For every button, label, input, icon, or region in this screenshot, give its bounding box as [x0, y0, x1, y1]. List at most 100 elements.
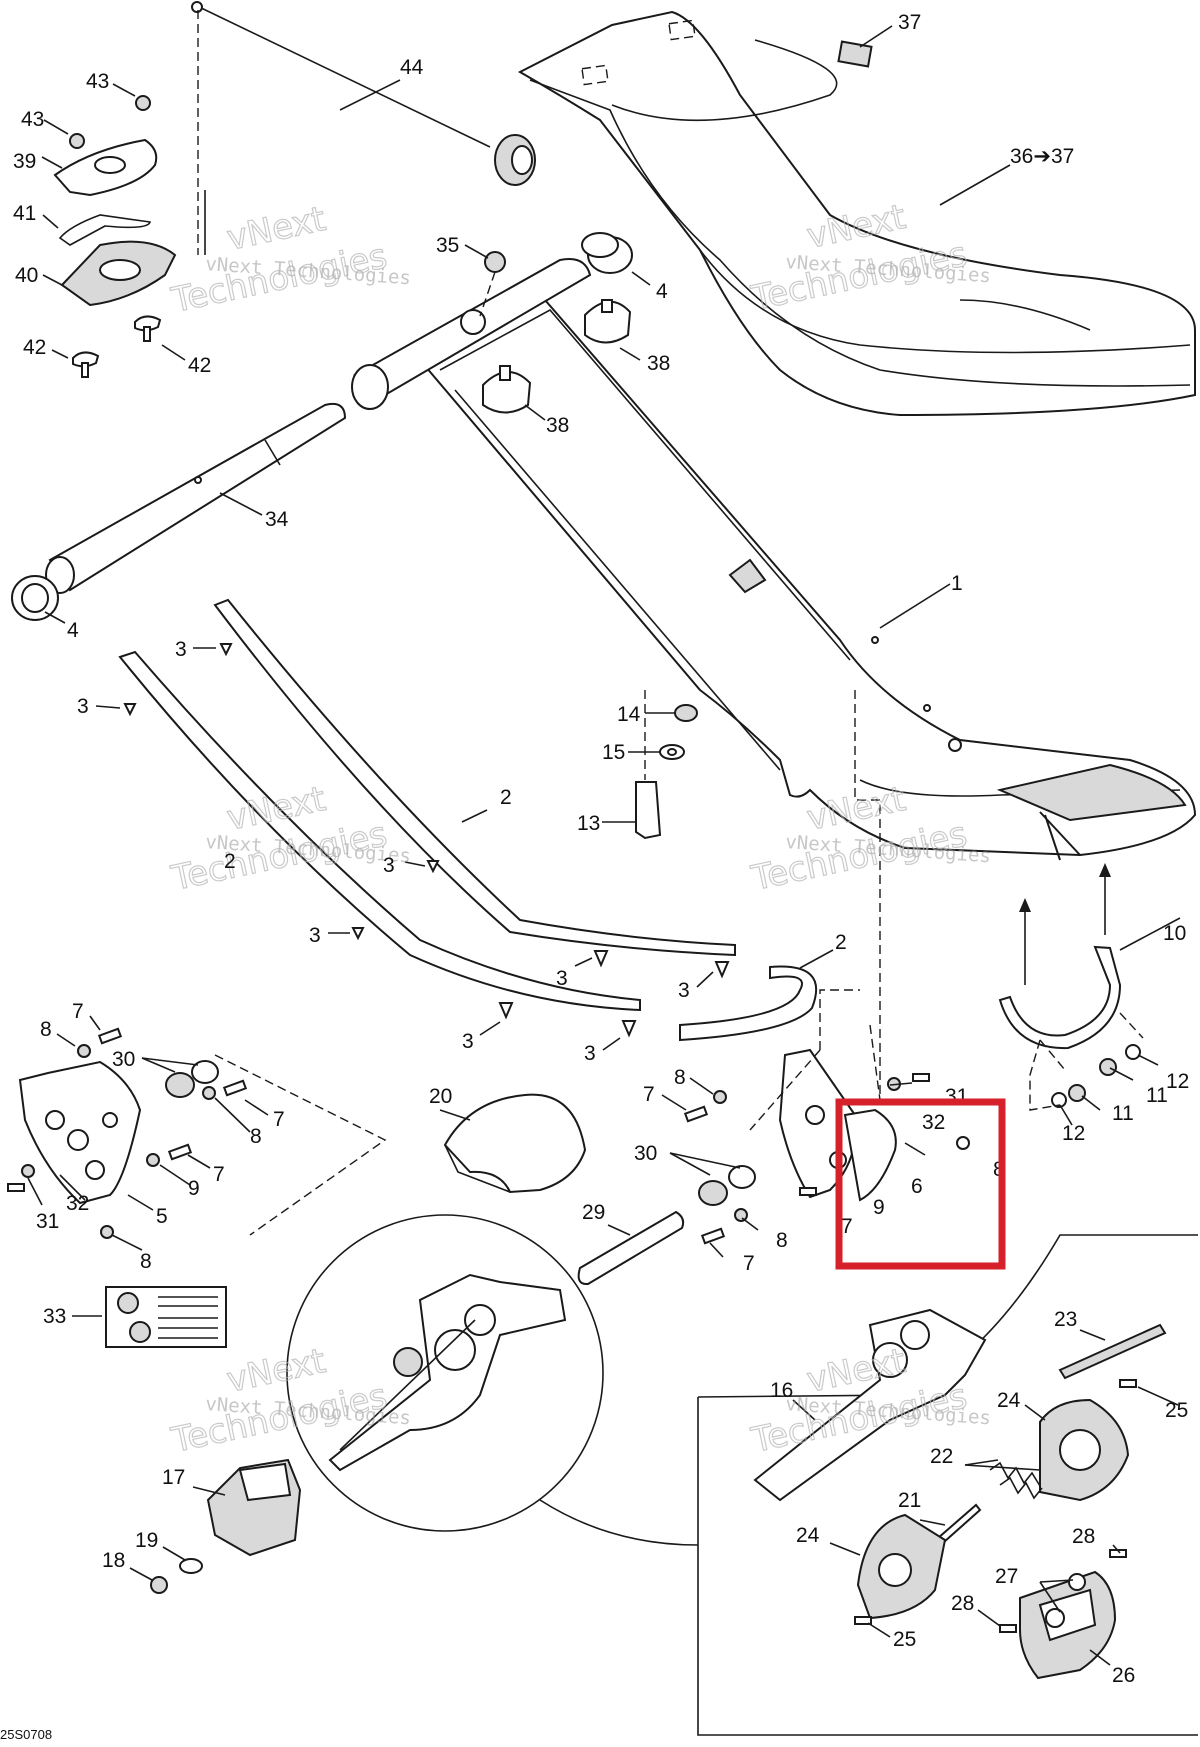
callout-7: 7	[213, 1163, 225, 1186]
callout-2: 2	[835, 931, 847, 954]
callout-3: 3	[584, 1042, 596, 1065]
damper-pad-23-part	[1058, 1323, 1167, 1380]
callout-21: 21	[898, 1489, 921, 1512]
bolts-11-12-part	[1051, 1044, 1141, 1108]
callout-32: 32	[66, 1192, 89, 1215]
callout-17: 17	[162, 1466, 185, 1489]
grease-fitting-35-part	[479, 251, 506, 317]
callout-25: 25	[1165, 1399, 1188, 1422]
callout-12: 12	[1166, 1070, 1189, 1093]
callout-11: 11	[1112, 1102, 1134, 1125]
callout-1: 1	[951, 572, 963, 595]
plate-39-part	[53, 138, 158, 197]
callout-7: 7	[273, 1108, 285, 1131]
callout-8: 8	[250, 1125, 262, 1148]
callout-8: 8	[140, 1250, 152, 1273]
reinforcement-10-part	[998, 945, 1122, 1050]
callout-36-37: 36➔37	[1010, 145, 1074, 168]
callout-38: 38	[546, 414, 569, 437]
callout-27: 27	[995, 1565, 1018, 1588]
callout-25: 25	[893, 1628, 916, 1651]
bushing-30-left-part	[165, 1060, 219, 1098]
bushing-27-part	[1045, 1573, 1086, 1628]
callout-42: 42	[23, 336, 46, 359]
callout-3: 3	[175, 638, 187, 661]
callout-20: 20	[429, 1085, 452, 1108]
callout-26: 26	[1112, 1664, 1135, 1687]
callout-29: 29	[582, 1201, 605, 1224]
bushing-4-top-part	[581, 232, 633, 274]
callout-8: 8	[40, 1018, 52, 1041]
screw-42-part	[72, 315, 162, 378]
damper-housing-16-detail-part	[753, 1308, 987, 1502]
rubber-17-part	[206, 1458, 302, 1557]
callout-22: 22	[930, 1445, 953, 1468]
callout-7: 7	[643, 1083, 655, 1106]
callout-15: 15	[602, 741, 625, 764]
callout-39: 39	[13, 150, 36, 173]
callout-11: 11	[1146, 1084, 1168, 1107]
wear-bar-2-right-part	[679, 965, 818, 1042]
callout-10: 10	[1163, 922, 1186, 945]
callout-40: 40	[15, 264, 38, 287]
wear-bar-2-left-part	[118, 650, 641, 1012]
callout-35: 35	[436, 234, 459, 257]
detail-circle	[286, 1214, 699, 1546]
damper-cup-24-upper-part	[1039, 1398, 1130, 1502]
diagram-id-label: 25S0708	[0, 1727, 52, 1742]
callout-28: 28	[1072, 1525, 1095, 1548]
callout-34: 34	[265, 508, 289, 531]
spindle-34-part	[45, 402, 347, 594]
callout-44: 44	[400, 56, 424, 79]
callout-9: 9	[188, 1177, 200, 1200]
seat-label-37-part	[837, 40, 873, 68]
nut-14-part	[674, 704, 698, 722]
callout-2: 2	[500, 786, 512, 809]
callout-5: 5	[156, 1205, 168, 1228]
warning-label-33-part	[105, 1286, 227, 1348]
screw-25-part	[854, 1379, 1137, 1625]
callout-14: 14	[617, 703, 641, 726]
bolt-13-part	[635, 690, 662, 840]
bushing-4-bottom-part	[11, 575, 59, 621]
callout-12: 12	[1062, 1122, 1085, 1145]
callout-23: 23	[1054, 1308, 1077, 1331]
assembly-dashed-lines	[214, 690, 1144, 1236]
callout-30: 30	[634, 1142, 657, 1165]
wear-bar-2-center-part	[213, 598, 736, 957]
cable-44-part	[191, 1, 536, 255]
callout-3: 3	[556, 967, 568, 990]
callout-7: 7	[743, 1252, 755, 1275]
callout-8: 8	[674, 1066, 686, 1089]
callout-18: 18	[102, 1549, 125, 1572]
nut-43-part	[69, 95, 151, 149]
damper-yoke-26-part	[1019, 1570, 1117, 1680]
highlight-box	[835, 1098, 1006, 1270]
handle-base-40-part	[60, 240, 177, 307]
cover-20-part	[443, 1093, 587, 1194]
callout-3: 3	[309, 924, 321, 947]
callout-28: 28	[951, 1592, 974, 1615]
leader-lines	[27, 25, 1181, 1666]
callout-7: 7	[841, 1215, 853, 1238]
svg-text:Technologies: Technologies	[168, 236, 391, 321]
callout-8: 8	[776, 1229, 788, 1252]
bumper-38-bottom-part	[482, 365, 532, 414]
callout-19: 19	[135, 1529, 158, 1552]
callout-38: 38	[647, 352, 670, 375]
damper-assembly-16-part	[328, 1273, 567, 1472]
callout-7: 7	[72, 1000, 84, 1023]
washer-15-part	[659, 744, 685, 760]
callout-42: 42	[188, 354, 211, 377]
callout-3: 3	[462, 1030, 474, 1053]
callout-13: 13	[577, 812, 600, 835]
bushing-30-right-part	[698, 1165, 756, 1206]
callout-9: 9	[873, 1196, 885, 1219]
damper-cup-24-lower-part	[856, 1513, 947, 1620]
callout-3: 3	[383, 854, 395, 877]
callout-24: 24	[796, 1524, 820, 1547]
bolt-18-part	[150, 1576, 168, 1594]
washer-19-part	[179, 1558, 203, 1574]
